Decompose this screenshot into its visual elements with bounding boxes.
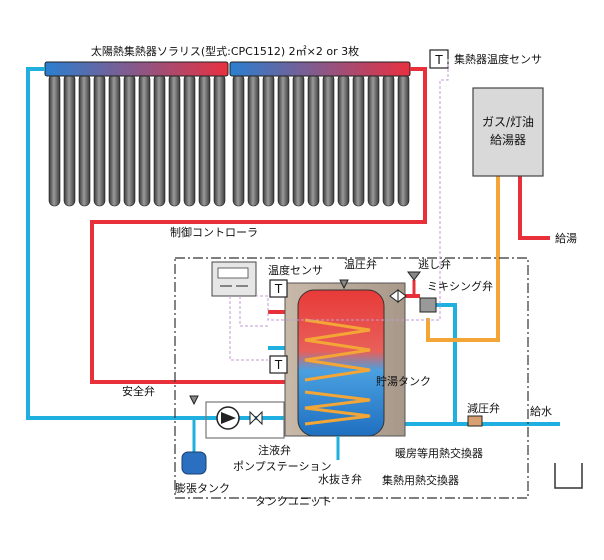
collector-tubes-right xyxy=(232,73,410,207)
collector-tube xyxy=(382,73,395,207)
reducing-valve-label: 減圧弁 xyxy=(467,401,500,415)
pressure-relief-valve-label: 温圧弁 xyxy=(344,257,377,271)
reducing-valve-icon xyxy=(467,415,483,427)
collector-tube xyxy=(93,73,106,207)
tank-sensor-wire xyxy=(229,296,268,361)
controller-wire xyxy=(239,296,270,327)
heater-label-2: 給湯器 xyxy=(490,133,526,147)
collector-tube xyxy=(247,73,260,207)
pump-check-valve-icon xyxy=(249,410,263,426)
pressure-relief-valve-icon xyxy=(339,279,349,290)
collector-tube xyxy=(292,73,305,207)
solar-collectors xyxy=(44,61,411,207)
pump-station-box xyxy=(205,401,285,439)
hot-water-supply-pipe xyxy=(518,175,550,240)
collector-tube xyxy=(367,73,380,207)
collector-sensor-wire xyxy=(256,59,449,321)
collector-tube xyxy=(322,73,335,207)
cold-pipe-collector-feed xyxy=(26,67,190,420)
cold-to-mixing-pipe xyxy=(430,303,457,424)
pump-triangle xyxy=(221,412,236,424)
safety-valve-icon xyxy=(189,395,199,406)
storage-tank xyxy=(297,289,385,437)
collector-tube xyxy=(352,73,365,207)
collector-tube xyxy=(138,73,151,207)
tank-top-sensor-icon xyxy=(269,279,288,298)
expansion-tank-icon xyxy=(181,451,207,475)
relief-valve-label: 逃し弁 xyxy=(418,257,451,271)
collector-tube xyxy=(232,73,245,207)
collector-tube xyxy=(48,73,61,207)
check-valve-icon xyxy=(389,289,407,303)
fill-valve-label: 注液弁 xyxy=(258,443,291,457)
gas-oil-heater xyxy=(472,87,544,177)
expansion-tank-label: 膨張タンク xyxy=(175,481,230,495)
hot-pipe-collector-return xyxy=(90,67,427,384)
solar-hx-label: 集熱用熱交換器 xyxy=(382,473,459,487)
collector-tube xyxy=(397,73,410,207)
collector-tubes-left xyxy=(48,73,226,207)
collector-tube xyxy=(168,73,181,207)
collector-header-right xyxy=(229,61,411,77)
t-symbol-3: T xyxy=(274,358,283,372)
solar-coil xyxy=(304,390,371,426)
controller-display xyxy=(217,267,249,279)
collector-header-left xyxy=(44,61,229,77)
relief-valve-icon xyxy=(407,271,421,281)
collector-tube xyxy=(63,73,76,207)
drain-trap-icon xyxy=(554,463,583,489)
collector-tube xyxy=(337,73,350,207)
mixed-water-pipe xyxy=(426,175,500,342)
drain-valve-label: 水抜き弁 xyxy=(318,472,362,486)
controller-label: 制御コントローラ xyxy=(170,225,258,239)
safety-valve-label: 安全弁 xyxy=(122,384,155,398)
collector-tube xyxy=(108,73,121,207)
collector-tube xyxy=(262,73,275,207)
collector-title: 太陽熱集熱器ソラリス(型式:CPC1512) 2㎡×2 or 3枚 xyxy=(91,44,359,58)
t-symbol-2: T xyxy=(274,282,283,296)
tank-unit-boundary xyxy=(174,257,529,499)
space-heating-hx-label: 暖房等用熱交換器 xyxy=(395,446,483,460)
pump-station-label: ポンプステーション xyxy=(233,460,331,473)
storage-tank-label: 貯湯タンク xyxy=(376,375,431,388)
collector-tube xyxy=(153,73,166,207)
hot-water-supply-label: 給湯 xyxy=(555,231,577,245)
tank-mid-sensor-icon xyxy=(269,355,288,374)
controller-box xyxy=(211,261,257,297)
mixing-valve-label: ミキシング弁 xyxy=(427,279,493,293)
temp-sensor-label: 温度センサ xyxy=(268,263,323,277)
t-symbol: T xyxy=(434,53,443,67)
space-heating-coil xyxy=(304,318,371,382)
collector-tube xyxy=(307,73,320,207)
collector-tube xyxy=(198,73,211,207)
collector-tube xyxy=(213,73,226,207)
water-supply-label: 給水 xyxy=(530,404,552,418)
collector-tube xyxy=(183,73,196,207)
collector-tube xyxy=(277,73,290,207)
collector-tube xyxy=(78,73,91,207)
heater-label-1: ガス/灯油 xyxy=(482,115,534,129)
tank-unit-label: タンクユニット xyxy=(255,495,332,508)
mixing-valve-icon xyxy=(419,297,437,313)
collector-tube xyxy=(123,73,136,207)
collector-temp-sensor-label: 集熱器温度センサ xyxy=(454,52,542,66)
